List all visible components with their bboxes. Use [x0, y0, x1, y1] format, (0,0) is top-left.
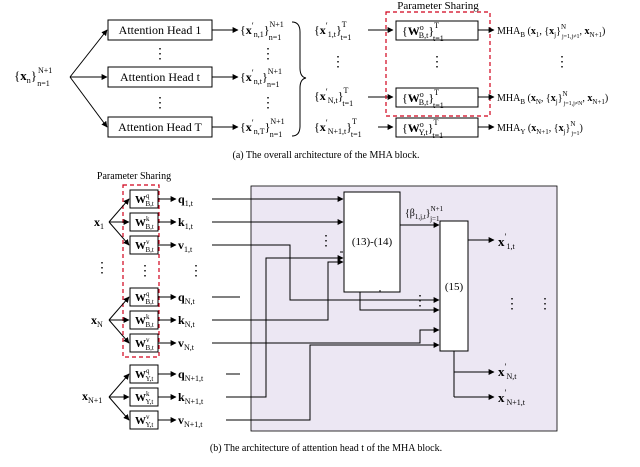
b-wires — [212, 196, 440, 421]
b-wire-vdots-2: ⋮ — [413, 294, 427, 309]
b-output-links — [453, 351, 468, 398]
b-qkv-labels: q1,t k1,t v1,t qN,t kN,t vN,t qN+1,t kN+1,t vN+1… — [178, 192, 204, 429]
b-input-xN: xN — [91, 313, 103, 329]
b-block-15-label: (15) — [445, 281, 464, 293]
a-arrow-to-head1 — [69, 29, 108, 78]
b-output-hdots: ⋮ — [505, 297, 519, 312]
b-weight-vdots: ⋮ — [138, 264, 152, 279]
b-caption: (b) The architecture of attention head t… — [210, 443, 442, 454]
a-sharing-label: Parameter Sharing — [397, 0, 479, 12]
a-head1-label: Attention Head 1 — [119, 23, 202, 37]
b-input-arrows — [108, 198, 130, 421]
b-block-13-14-label: (13)-(14) — [352, 236, 393, 248]
b-output-N: x′N,t — [498, 362, 517, 381]
b-qkv-label: v1,t — [178, 238, 193, 254]
b-block-15 — [439, 220, 469, 352]
a-vdots-2: ⋮ — [153, 96, 167, 111]
b-qkv-label: kN+1,t — [178, 390, 204, 406]
b-sharing-frame — [122, 184, 160, 358]
b-input-x1: x1 — [94, 215, 104, 231]
b-input-xN1: xN+1 — [82, 389, 102, 405]
b-output-N1: x′N+1,t — [498, 388, 526, 407]
b-qkv-vdots: ⋮ — [189, 264, 203, 279]
a-param-vdots: ⋮ — [430, 55, 444, 70]
a-head-vdots-2: ⋮ — [261, 96, 275, 111]
b-shaded-region — [250, 185, 558, 432]
b-qkv-label: k1,t — [178, 215, 194, 231]
b-block-13-14 — [343, 191, 401, 293]
b-qkv-label: qN+1,t — [178, 367, 204, 383]
a-grouped-vdots: ⋮ — [331, 55, 345, 70]
a-sharing-frame — [385, 11, 491, 117]
a-head-vdots-1: ⋮ — [261, 47, 275, 62]
a-arrow-to-headT — [69, 76, 108, 128]
b-input-vdots: ⋮ — [95, 261, 109, 276]
b-output-1: x′1,t — [498, 232, 515, 251]
a-headt-label: Attention Head t — [120, 70, 201, 84]
a-curly-brace — [291, 21, 307, 137]
a-headT-label: Attention Head T — [118, 120, 202, 134]
b-qkv-label: qN,t — [178, 290, 195, 306]
b-qkv-label: q1,t — [178, 192, 194, 208]
a-vdots-1: ⋮ — [153, 47, 167, 62]
b-sharing-label: Parameter Sharing — [97, 171, 171, 182]
b-qkv-label: vN,t — [178, 336, 195, 352]
a-caption: (a) The overall architecture of the MHA … — [233, 150, 420, 161]
a-output-vdots: ⋮ — [555, 55, 569, 70]
b-qkv-label: vN+1,t — [178, 413, 203, 429]
b-output-hdots-2: ⋮ — [538, 297, 552, 312]
b-qkv-label: kN,t — [178, 313, 195, 329]
b-wire-vdots-1: ⋮ — [319, 234, 333, 249]
